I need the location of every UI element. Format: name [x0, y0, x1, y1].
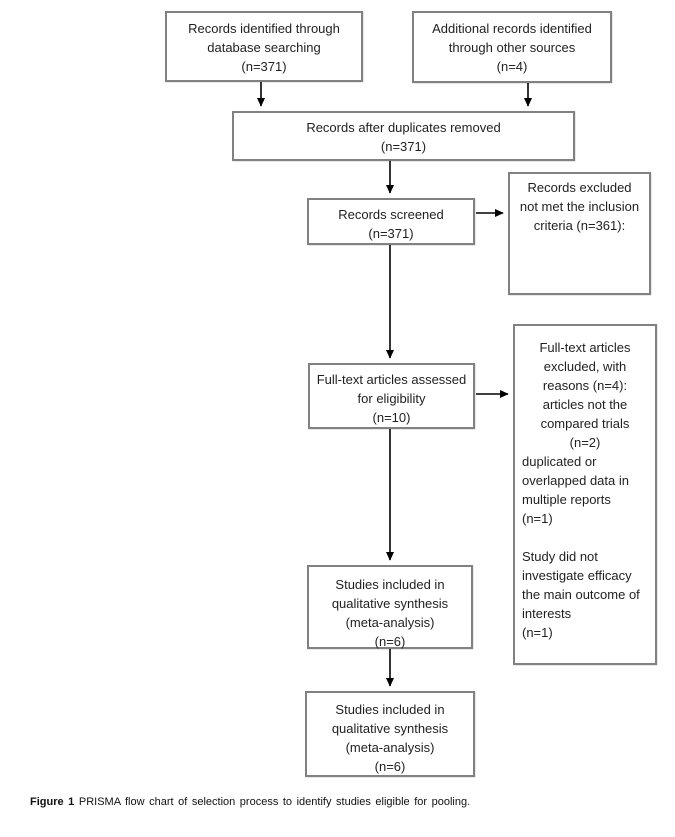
- box-records-screened: Records screened (n=371): [307, 198, 475, 245]
- text-line: database searching: [207, 40, 321, 55]
- text-line: Full-text articles assessed: [316, 372, 467, 387]
- text-line: Full-text articles: [539, 340, 631, 355]
- text-line: (n=371): [368, 226, 414, 241]
- text-line: articles not the: [542, 397, 628, 412]
- text-line: (n=6): [374, 634, 406, 649]
- text-line: (n=371): [241, 59, 287, 74]
- text-line: Studies included in: [335, 577, 445, 592]
- box-fulltext-excluded: Full-text articles excluded, with reason…: [513, 324, 657, 665]
- excluded-reason-no-efficacy: Study did not investigate efficacy the m…: [515, 547, 655, 642]
- text-line: (n=6): [374, 759, 406, 774]
- text-line: (n=4): [496, 59, 528, 74]
- text-line: excluded, with: [543, 359, 627, 374]
- text-line: (meta-analysis): [345, 740, 435, 755]
- excluded-reasons-header: Full-text articles excluded, with reason…: [515, 338, 655, 452]
- text-line: (n=2): [569, 435, 601, 450]
- box-additional-records: Additional records identified through ot…: [412, 11, 612, 83]
- text-line: for eligibility: [357, 391, 426, 406]
- text-line: Records screened: [338, 207, 444, 222]
- box-duplicates-removed: Records after duplicates removed (n=371): [232, 111, 575, 161]
- text-line: Additional records identified: [432, 21, 592, 36]
- text-line: (meta-analysis): [345, 615, 435, 630]
- text-line: reasons (n=4):: [542, 378, 628, 393]
- box-fulltext-assessed: Full-text articles assessed for eligibil…: [308, 363, 475, 429]
- text-line: Records identified through: [188, 21, 340, 36]
- figure-caption-text: PRISMA flow chart of selection process t…: [74, 796, 471, 808]
- text-line: qualitative synthesis: [331, 596, 449, 611]
- text-line: (n=1): [522, 511, 553, 526]
- text-line: Studies included in: [335, 702, 445, 717]
- text-line: Records excluded: [527, 180, 632, 195]
- text-line: duplicated or overlapped data in multipl…: [522, 454, 629, 507]
- box-records-identified: Records identified through database sear…: [165, 11, 363, 82]
- text-line: not met the inclusion: [519, 199, 640, 214]
- text-line: through other sources: [448, 40, 576, 55]
- text-line: criteria (n=361):: [533, 218, 626, 233]
- text-line: Study did not investigate efficacy the m…: [522, 549, 640, 621]
- text-line: (n=10): [372, 410, 411, 425]
- text-line: Records after duplicates removed: [306, 120, 501, 135]
- text-line: qualitative synthesis: [331, 721, 449, 736]
- figure-caption-label: Figure 1: [30, 796, 75, 808]
- figure-caption: Figure 1 PRISMA flow chart of selection …: [30, 795, 650, 810]
- box-qualitative-synthesis-upper: Studies included in qualitative synthesi…: [307, 565, 473, 649]
- excluded-reason-duplicated: duplicated or overlapped data in multipl…: [515, 452, 655, 528]
- text-line: (n=1): [522, 625, 553, 640]
- text-line: compared trials: [540, 416, 630, 431]
- box-qualitative-synthesis-lower: Studies included in qualitative synthesi…: [305, 691, 475, 777]
- box-records-excluded: Records excluded not met the inclusion c…: [508, 172, 651, 295]
- text-line: (n=371): [380, 139, 427, 154]
